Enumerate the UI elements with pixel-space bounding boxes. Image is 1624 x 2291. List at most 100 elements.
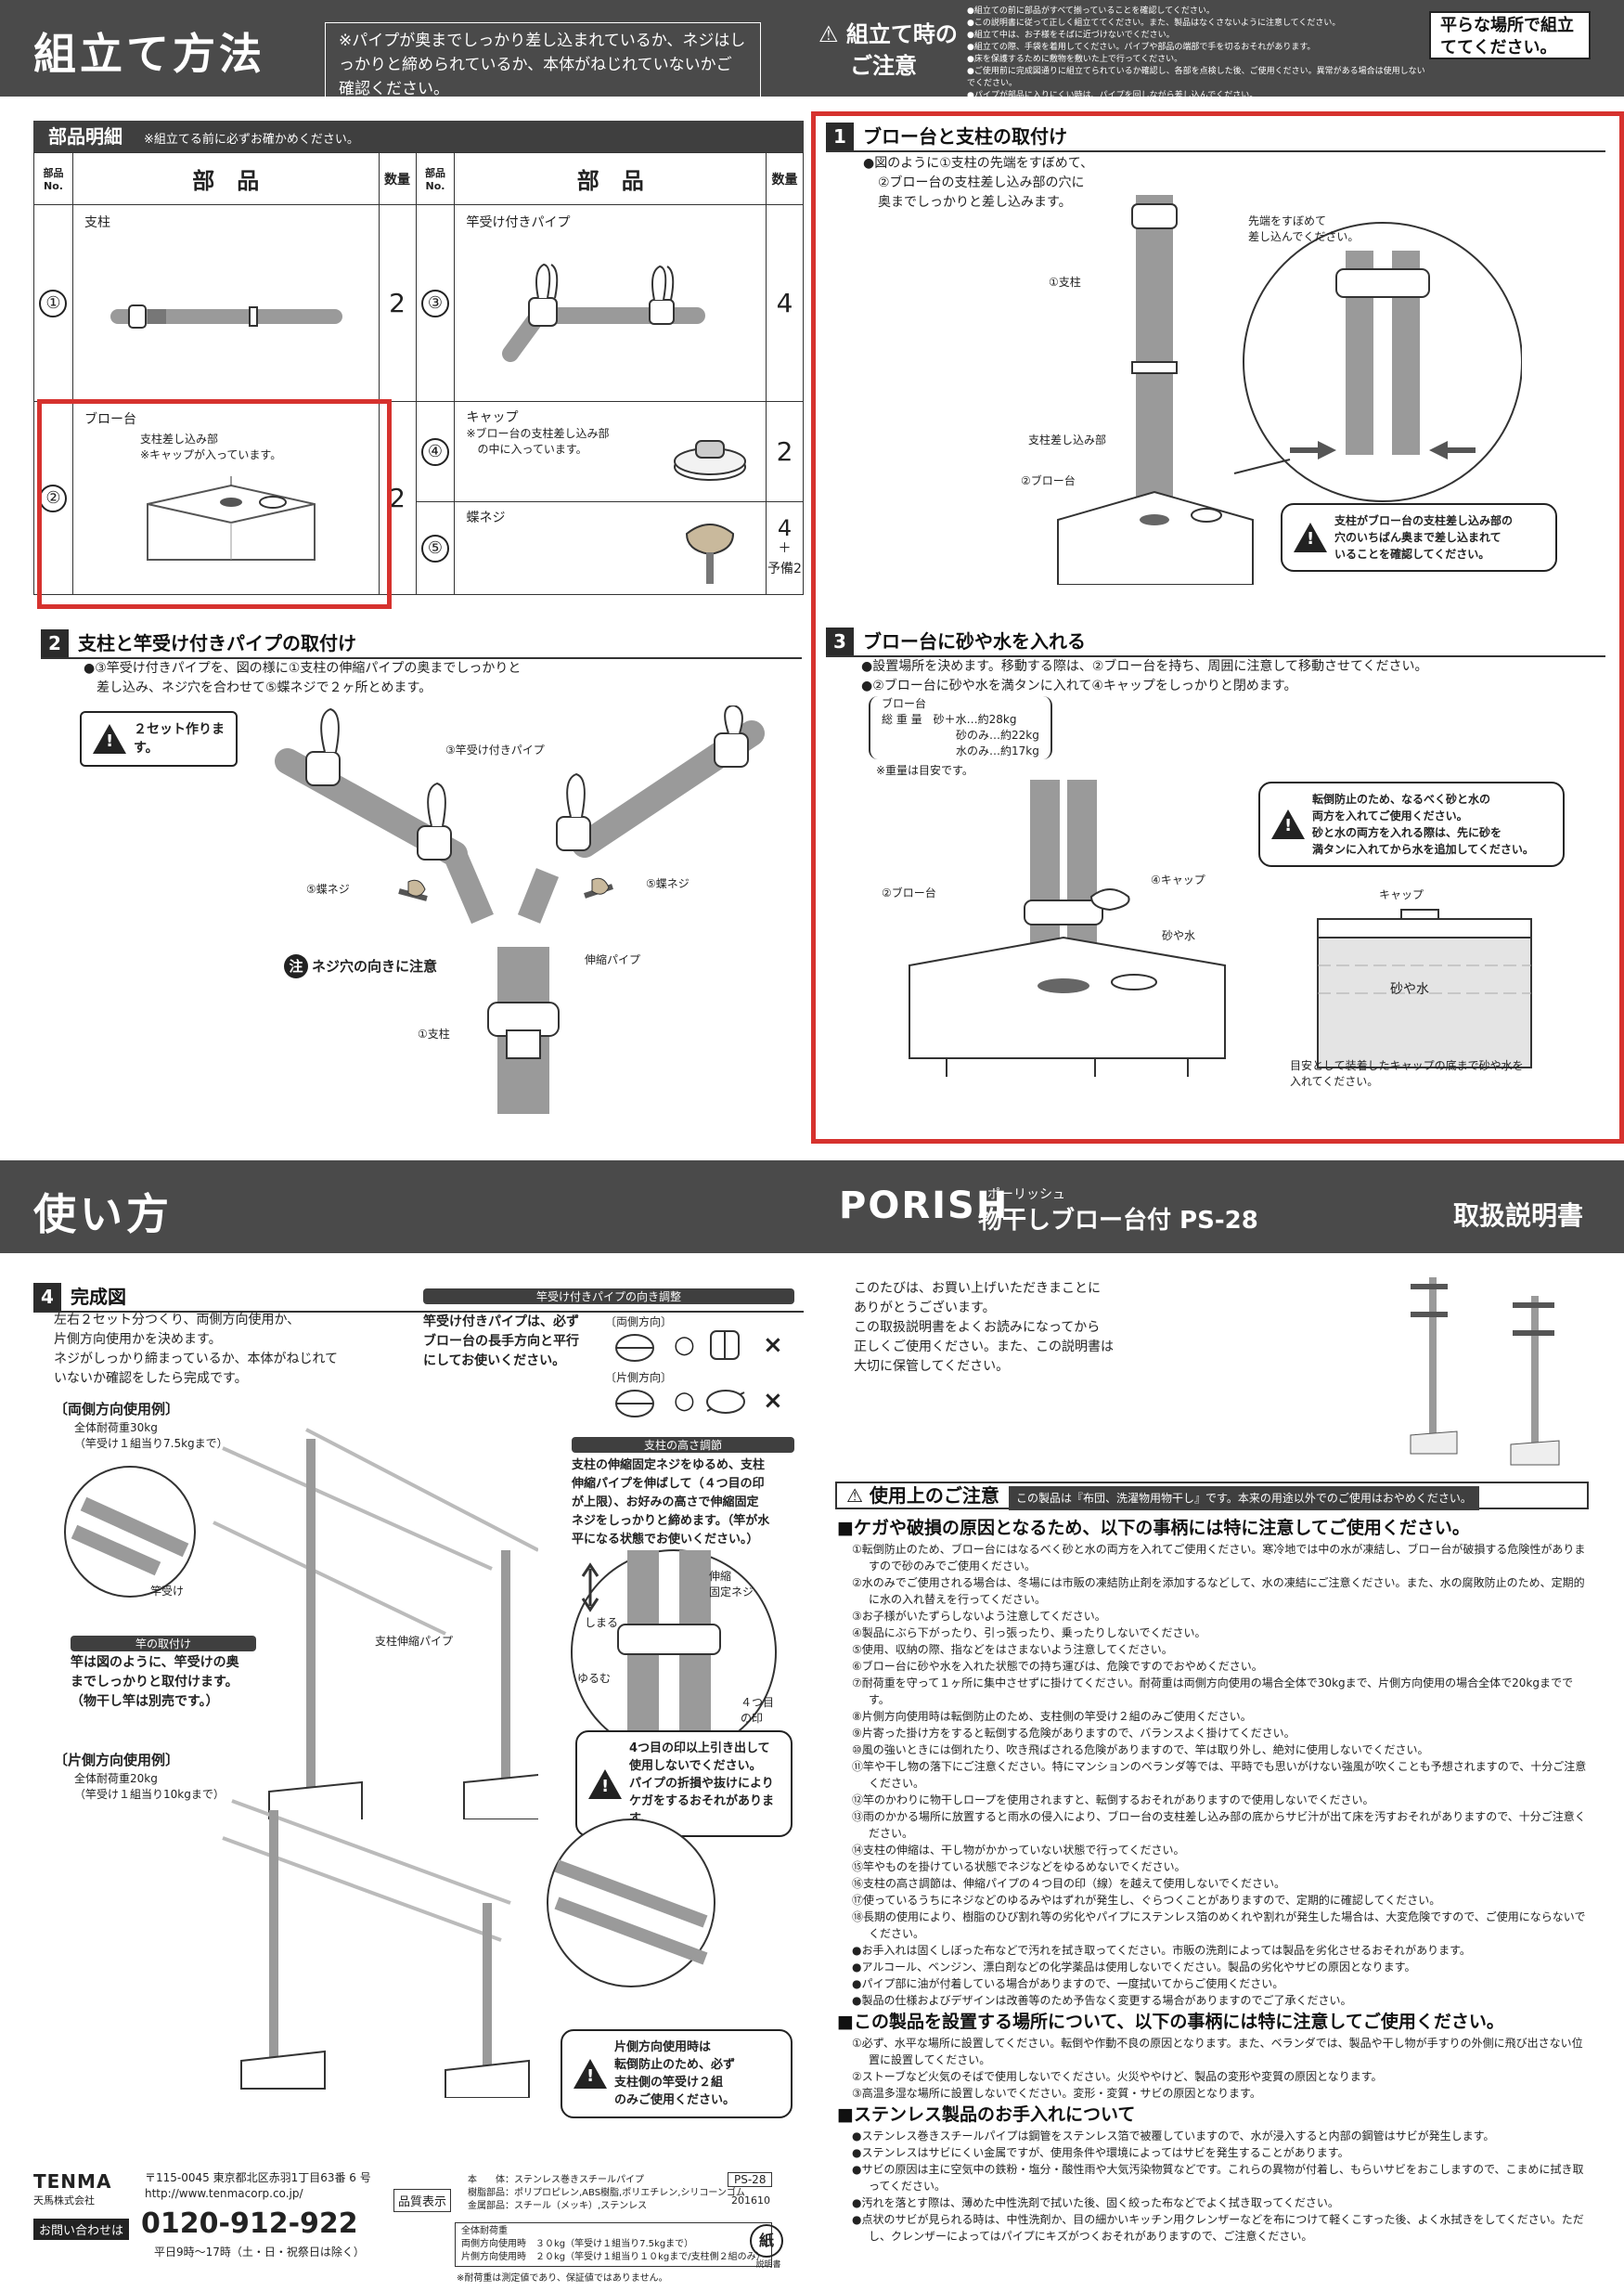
one-side-illustration — [222, 1799, 715, 2098]
part-3-cell: 竿受け付きパイプ — [454, 204, 767, 402]
part-5-name: 蝶ネジ — [466, 511, 506, 525]
part-1-name: 支柱 — [84, 215, 110, 230]
step3-label-sand2: 砂や水 — [1390, 982, 1429, 997]
ng-mark-1: × — [763, 1331, 783, 1359]
part-5-qty-cell: 4 ＋ 予備2 — [765, 501, 805, 595]
one-side-title: 〔片側方向使用例〕 — [54, 1752, 180, 1768]
step1-label-base: ②ブロー台 — [1021, 474, 1076, 487]
caution-header: ⚠ 使用上のご注意 この製品は『布団、洗濯物用物干し』です。本来の用途以外でのご… — [835, 1482, 1589, 1510]
step2-label-telescopic: 伸縮パイプ — [585, 953, 641, 966]
product-name: 物干しブロー台付 PS-28 — [978, 1207, 1258, 1235]
col-qty: 数量 — [378, 152, 417, 205]
part-4-sub: ※ブロー台の支柱差し込み部 — [466, 427, 610, 440]
wing-screw-illustration — [686, 524, 735, 584]
warning-icon — [588, 1768, 622, 1799]
manual-label: 取扱説明書 — [1453, 1200, 1584, 1231]
step2-text: ●③竿受け付きパイプを、図の様に①支柱の伸縮パイプの奥までしっかりと 差し込み、… — [84, 661, 522, 695]
step2-label-screw-right: ⑤蝶ネジ — [646, 877, 690, 890]
step3-label-sand: 砂や水 — [1162, 929, 1196, 942]
step3-label-base: ②ブロー台 — [882, 887, 936, 900]
step1-text: ●図のように①支柱の先端をすぼめて、 ②ブロー台の支柱差し込み部の穴に 奥までし… — [863, 156, 1094, 210]
part-1-cell: 支柱 — [71, 204, 380, 402]
phone-number: 0120-912-922 — [141, 2207, 358, 2240]
caution-list: ●組立ての前に部品がすべて揃っていることを確認してください。 ●この説明書に従っ… — [967, 6, 1425, 100]
ng-mark-2: × — [763, 1387, 783, 1415]
assembly-header-bar: 組立て方法 ※パイプが奥までしっかり差し込まれているか、ネジはしっかりと締められ… — [0, 0, 1624, 108]
direction-box: 竿受け付きパイプの向き調整 竿受け付きパイプは、必ず ブロー台の長手方向と平行 … — [423, 1288, 794, 1428]
ok-mark-1: ○ — [674, 1331, 695, 1359]
label-mark: ４つ目 の印 — [741, 1696, 775, 1725]
step3-label-cap2: キャップ — [1379, 888, 1424, 901]
base-illustration — [146, 476, 316, 561]
col-qty-2: 数量 — [765, 152, 805, 205]
warning-icon — [93, 724, 126, 754]
step3-warning: 転倒防止のため、なるべく砂と水の 両方を入れてご使用ください。 砂と水の両方を入… — [1258, 782, 1565, 867]
col-no: 部品No. — [33, 152, 73, 205]
step3-text: ●設置場所を決めます。移動する際は、②ブロー台を持ち、周囲に注意して移動させてく… — [861, 659, 1428, 693]
part-1-qty: 2 — [378, 204, 417, 402]
step3-bottom-note: 目安として装着したキャップの底まで砂や水を 入れてください。 — [1290, 1059, 1524, 1088]
label-tighten: しまる — [585, 1616, 619, 1629]
both-sides-title: 〔両側方向使用例〕 — [54, 1401, 180, 1417]
load-table: 全体耐荷重 両側方向使用時 ３０kg（竿受け１組当り7.5kgまで） 片側方向使… — [455, 2222, 772, 2267]
height-illustration — [571, 1549, 777, 1755]
part-no-3: ③ — [421, 289, 449, 317]
part-5-cell: 蝶ネジ — [454, 501, 767, 595]
part-4-qty: 2 — [765, 401, 805, 502]
assembly-note: ※パイプが奥までしっかり差し込まれているか、ネジはしっかりと締められているか、本… — [325, 22, 761, 108]
company-address: 〒115-0045 東京都北区赤羽1丁目63番 6 号 http://www.t… — [145, 2171, 371, 2200]
company-logo: TENMA 天馬株式会社 — [33, 2170, 112, 2207]
part-no-5: ⑤ — [421, 534, 449, 563]
highlight-step1-3 — [811, 111, 1624, 1144]
step2-caution: 注ネジ穴の向きに注意 — [284, 954, 437, 978]
label-telescopic-pole: 支柱伸縮パイプ — [375, 1635, 454, 1648]
part-2-sub: 支柱差し込み部 — [139, 433, 218, 446]
inquiry-label: お問い合わせは — [33, 2219, 130, 2240]
quality-table: 本 体：ステンレス巻きスチールパイプ 樹脂部品：ポリプロピレン,ABS樹脂,ポリ… — [468, 2175, 745, 2211]
step1-label-pole: ①支柱 — [1049, 276, 1081, 289]
part-2-sub2: ※キャップが入っています。 — [139, 448, 282, 461]
load-note: ※耐荷重は測定値であり、保証値ではありません。 — [457, 2273, 668, 2284]
warning-icon — [1294, 523, 1327, 552]
recycle-mark: 紙 説明書 — [750, 2224, 787, 2270]
pipe-illustration — [502, 263, 706, 362]
step2-label-pole: ①支柱 — [418, 1028, 450, 1041]
print-date: 201610 — [731, 2194, 770, 2207]
part-3-qty: 4 — [765, 204, 805, 402]
part-no-4: ④ — [421, 437, 449, 466]
step1-label-narrow: 先端をすぼめて 差し込んでください。 — [1248, 214, 1360, 243]
step2-label-pipe: ③竿受け付きパイプ — [445, 744, 545, 757]
label-saouke: 竿受け — [150, 1585, 185, 1598]
highlight-part-2 — [37, 399, 392, 609]
brand-logo: PORISH — [839, 1184, 1010, 1227]
ok-mark-2: ○ — [674, 1387, 695, 1415]
warning-icon — [574, 2059, 607, 2089]
one-side-weights: 全体耐荷重20kg （竿受け１組当り10kgまで） — [74, 1772, 225, 1801]
direction-icons — [615, 1330, 745, 1417]
parts-table: 部品No. 部 品 数量 部品No. 部 品 数量 ① 支柱 2 ③ 竿受け付き… — [33, 152, 805, 595]
intro-text: このたびは、お買い上げいただきまことに ありがとうございます。 この取扱説明書を… — [854, 1281, 1114, 1374]
step2-sets-note: ２セット作ります。 — [80, 711, 238, 767]
part-2-cell: ブロー台 支柱差し込み部 ※キャップが入っています。 — [71, 401, 380, 595]
step2-illustration — [275, 705, 765, 1114]
both-sides-weights: 全体耐荷重30kg （竿受け１組当り7.5kgまで） — [74, 1421, 228, 1450]
rod-box: 竿の取付け 竿は図のように、竿受けの奥 までしっかりと取付けます。 （物干し竿は… — [71, 1636, 256, 1712]
one-side-warning: 片側方向使用時は 転倒防止のため、必ず 支柱側の竿受け２組 のみご使用ください。 — [561, 2029, 793, 2118]
label-fix-screw: 伸縮 固定ネジ — [709, 1570, 754, 1599]
pole-illustration — [110, 304, 342, 329]
part-5-qty: 4 — [777, 514, 793, 541]
caution-title: ⚠ 組立て時の ご注意 — [818, 21, 958, 79]
col-part: 部 品 — [71, 152, 380, 205]
step1-illustration — [1057, 195, 1522, 585]
assembly-title: 組立て方法 — [33, 29, 265, 79]
usage-title: 使い方 — [33, 1189, 173, 1239]
product-code: PS-28 — [728, 2172, 773, 2187]
step3-weights: ブロー台 総 重 量 砂＋水…約28kg 砂のみ…約22kg 水のみ…約17kg — [869, 696, 1052, 759]
product-photo — [1410, 1277, 1560, 1466]
col-no-2: 部品No. — [415, 152, 456, 205]
usage-header-bar: 使い方 PORISH ポーリッシュ 物干しブロー台付 PS-28 取扱説明書 — [0, 1160, 1624, 1253]
